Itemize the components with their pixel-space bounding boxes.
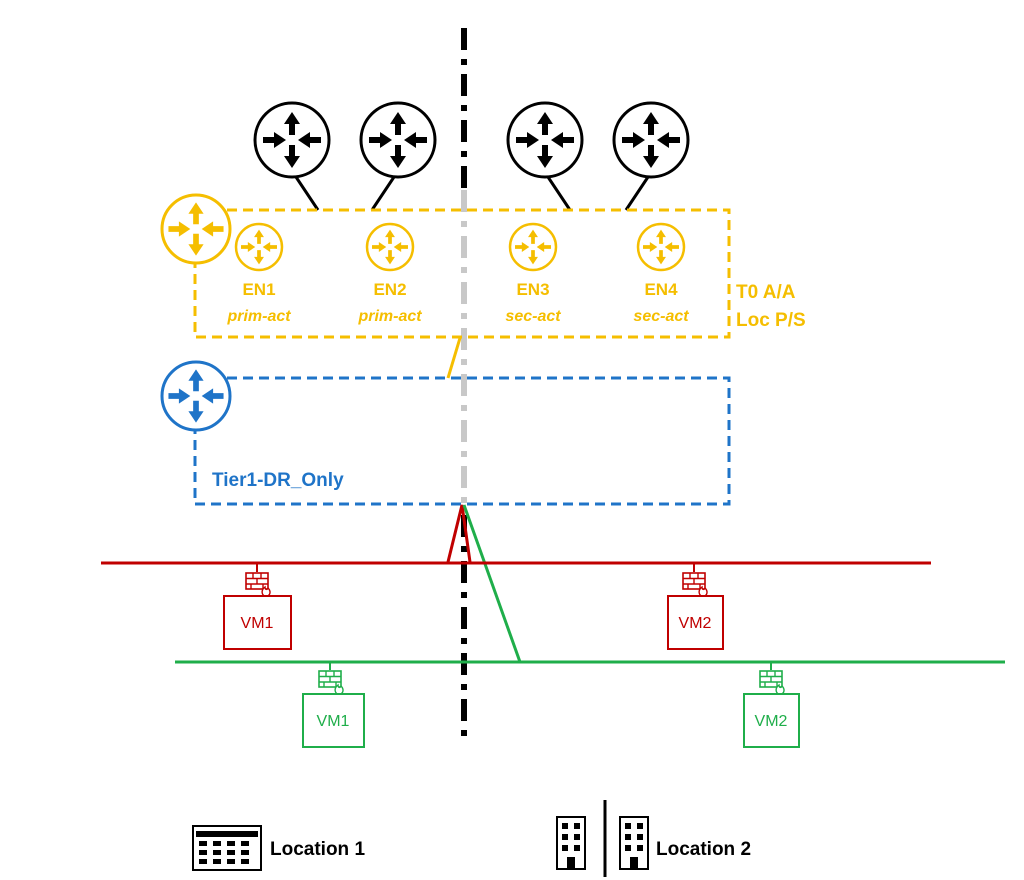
- edge-node-name: EN4: [644, 280, 678, 299]
- green-vm2: VM2: [743, 662, 800, 748]
- red-vm2: VM2: [667, 563, 724, 650]
- edge-node-name: EN3: [516, 280, 549, 299]
- edge-node-en4: EN4 sec-act: [633, 222, 689, 325]
- green-segment: VM1 VM2: [175, 660, 1005, 748]
- edge-node-name: EN1: [242, 280, 275, 299]
- tier1-box: [193, 376, 731, 506]
- t0-t1-link: [446, 337, 462, 379]
- uplink-line: [546, 176, 572, 211]
- uplink-line: [370, 176, 396, 211]
- vm-box: [223, 595, 292, 650]
- t0-gateway: T0 A/A Loc P/S EN1 prim-act EN2 prim-act: [160, 193, 806, 339]
- green-vm1: VM1: [302, 662, 365, 748]
- router-icon: [253, 101, 331, 179]
- tier1-label: Tier1-DR_Only: [212, 470, 344, 491]
- firewall-icon: [759, 670, 785, 696]
- vm-box: [302, 693, 365, 748]
- tier1-gateway: Tier1-DR_Only: [160, 360, 731, 506]
- router-icon: [506, 101, 584, 179]
- t0-label-line2: Loc P/S: [736, 310, 806, 331]
- firewall-icon: [318, 670, 344, 696]
- uplink-line: [294, 176, 320, 211]
- t0-box: [193, 208, 731, 339]
- tall-building-icon: [556, 816, 586, 870]
- edge-node-router-icon: [636, 222, 686, 272]
- tall-building-icon: [619, 816, 649, 870]
- edge-node-router-icon: [234, 222, 284, 272]
- vm-label: VM1: [317, 713, 350, 730]
- vm-label: VM2: [679, 615, 712, 632]
- t0-router-icon: [160, 193, 232, 265]
- upstream-routers: [253, 101, 690, 211]
- uplink-line: [624, 176, 650, 211]
- edge-node-router-icon: [508, 222, 558, 272]
- red-vm1: VM1: [223, 563, 292, 650]
- red-segment: VM1 VM2: [101, 561, 931, 650]
- edge-node-role: prim-act: [357, 308, 422, 325]
- edge-node-role: prim-act: [226, 308, 291, 325]
- red-segment-link: [446, 504, 472, 563]
- building-icon: [192, 825, 262, 871]
- legend-location1-label: Location 1: [270, 839, 365, 860]
- firewall-icon: [245, 572, 271, 598]
- firewall-icon: [682, 572, 708, 598]
- legend: Location 1 Location 2: [192, 800, 751, 877]
- vm-box: [743, 693, 800, 748]
- edge-node-en3: EN3 sec-act: [505, 222, 561, 325]
- edge-node-role: sec-act: [633, 308, 689, 325]
- legend-location2-label: Location 2: [656, 839, 751, 860]
- t0-label-line1: T0 A/A: [736, 282, 796, 303]
- router-icon: [612, 101, 690, 179]
- tier1-router-icon: [160, 360, 232, 432]
- edge-node-name: EN2: [373, 280, 406, 299]
- vm-label: VM1: [241, 615, 274, 632]
- edge-node-en1: EN1 prim-act: [226, 222, 291, 325]
- router-icon: [359, 101, 437, 179]
- edge-node-router-icon: [365, 222, 415, 272]
- edge-node-role: sec-act: [505, 308, 561, 325]
- vm-label: VM2: [755, 713, 788, 730]
- edge-node-en2: EN2 prim-act: [357, 222, 422, 325]
- green-segment-link: [462, 504, 522, 663]
- vm-box: [667, 595, 724, 650]
